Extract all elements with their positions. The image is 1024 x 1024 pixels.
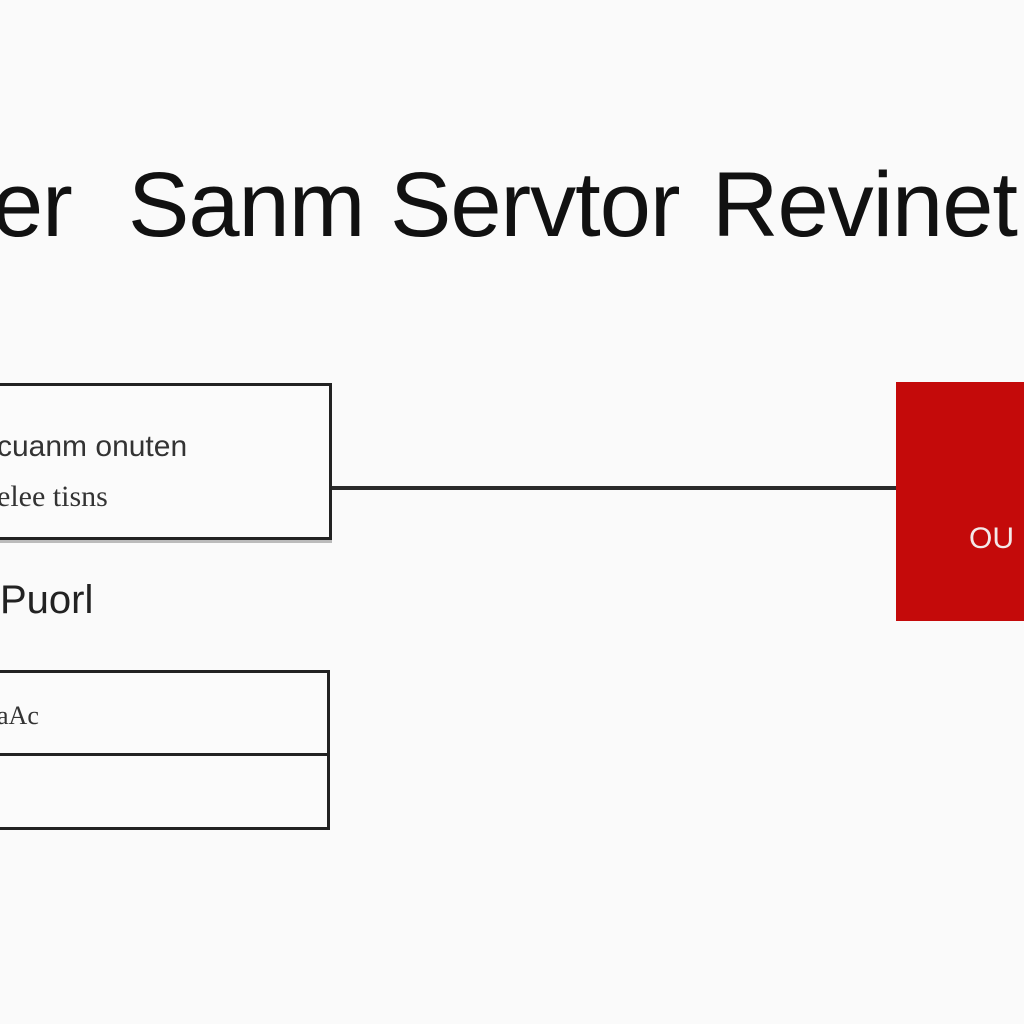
title-word-1: er — [0, 154, 73, 256]
connector-line — [332, 486, 898, 490]
target-node-box[interactable] — [896, 382, 1024, 621]
table-row[interactable] — [0, 756, 327, 827]
title-word-4: Revinet — [712, 154, 1018, 256]
source-node-line-1: cuanm onuten — [0, 430, 188, 463]
table-cell-text: aAc — [0, 701, 39, 730]
table-row[interactable]: aAc — [0, 673, 327, 756]
diagram-title: er Sanm Servtor Revinet — [0, 150, 1024, 260]
title-word-3: Servtor — [390, 154, 681, 256]
lower-table-box[interactable]: aAc — [0, 670, 330, 830]
target-node-label: OU — [969, 522, 1014, 555]
title-word-2: Sanm — [128, 154, 365, 256]
source-node-box[interactable]: cuanm onuten elee tisns — [0, 383, 332, 540]
section-label: Puorl — [0, 578, 94, 622]
source-node-line-2: elee tisns — [0, 480, 108, 513]
